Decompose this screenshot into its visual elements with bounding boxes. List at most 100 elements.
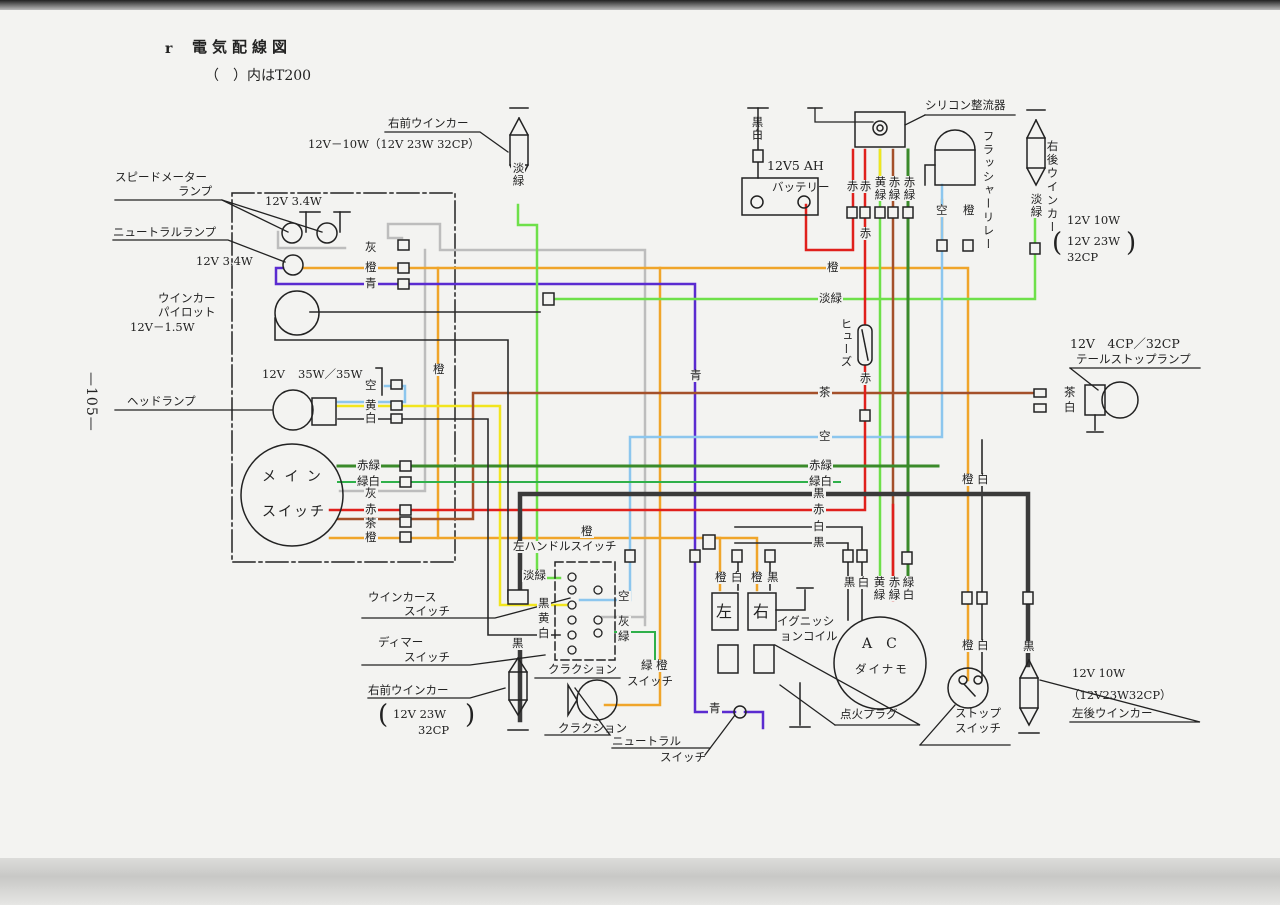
rear-right-winker-label: 右後ウインカー	[1045, 140, 1060, 235]
neutral-switch-label: ニュートラル	[612, 734, 681, 748]
stop-switch-label-2: スイッチ	[955, 721, 1001, 735]
speedometer-lamp-symbol	[281, 211, 351, 244]
front-right-winker-bottom-label: 右前ウインカー	[368, 683, 449, 697]
horn-switch-wires: 緑 橙	[640, 658, 669, 672]
main-switch-label: メ イ ン	[262, 469, 323, 485]
left-handle-wire-green: 緑	[617, 629, 631, 643]
left-handle-wire-light-green: 淡緑	[522, 568, 547, 582]
flasher-relay-symbol	[924, 129, 976, 186]
model-note: （ ）内はT200	[205, 68, 312, 84]
wire-red	[328, 148, 895, 602]
ignition-coil-wire-2: 白	[730, 570, 744, 584]
speedometer-lamp-label-2: ランプ	[178, 184, 213, 198]
stop-switch-symbol	[947, 667, 989, 709]
main-switch-wire-green-white: 緑白	[356, 474, 381, 488]
harness-orange-label: 橙	[826, 260, 840, 274]
rear-right-winker-open-paren: (	[1052, 228, 1063, 258]
harness-black2-label: 黒	[812, 535, 826, 549]
harness-green-white-label: 緑白	[808, 474, 833, 488]
battery-ground-wire: 黒白	[750, 116, 765, 141]
rectifier-label: シリコン整流器	[925, 98, 1006, 112]
tail-stop-lamp-label: テールストップランプ	[1076, 352, 1191, 366]
meter-wire-orange: 橙	[364, 260, 378, 274]
switch-terminals	[567, 572, 603, 655]
front-right-winker-bottom-close-paren: )	[465, 700, 476, 730]
meter-wire-blue: 青	[364, 276, 378, 290]
left-handle-wire-yellow: 黄	[537, 611, 551, 625]
rear-left-winker-spec-2: （12V23W32CP）	[1068, 688, 1172, 702]
rectifier-wire-3: 黄緑	[873, 176, 888, 201]
tail-stop-lamp-spec: 12V 4CP／32CP	[1070, 336, 1180, 351]
dynamo-label: A C	[862, 636, 897, 652]
battery-spec: 12V5 AH	[767, 158, 824, 173]
front-right-winker-bottom-wire: 黒	[511, 636, 525, 650]
ignition-coil-symbol	[711, 587, 814, 728]
horn-symbol	[567, 679, 618, 721]
neutral-lamp-symbol	[282, 254, 304, 276]
wire-red-green	[336, 148, 940, 577]
harness-light-green-label: 淡緑	[818, 291, 843, 305]
flasher-relay-wire-sky: 空	[935, 203, 949, 217]
stop-switch-label: ストップ	[955, 706, 1001, 720]
harness-orange-vertical-label: 橙	[432, 362, 446, 376]
left-handle-wire-black: 黒	[537, 596, 551, 610]
horn-switch-label-2: スイッチ	[627, 674, 673, 688]
harness-sky-label: 空	[818, 429, 832, 443]
dynamo-wire-red-green: 赤緑	[887, 576, 902, 601]
horn-label: クラクション	[558, 721, 627, 735]
front-right-winker-bottom-open-paren: (	[378, 700, 389, 730]
horn-switch-label: クラクション	[548, 662, 617, 676]
harness-black-label: 黒	[812, 486, 826, 500]
dynamo-wire-green-white: 緑白	[901, 576, 916, 601]
rear-left-winker-label: 左後ウインカー	[1072, 706, 1153, 720]
headlamp-watt: 35W／35W	[298, 367, 363, 381]
main-switch-symbol	[240, 443, 344, 547]
main-switch-label-2: スイッチ	[262, 504, 326, 520]
winker-pilot-label: ウインカー	[158, 291, 216, 305]
front-right-winker-spec: 12V－10W（12V 23W 32CP）	[308, 137, 480, 151]
front-right-winker-bottom-spec-1: 12V 23W	[393, 707, 447, 721]
tail-stop-lamp-symbol	[1084, 381, 1139, 433]
left-handle-wire-gray: 灰	[617, 614, 631, 628]
speedometer-lamp-spec: 12V 3.4W	[265, 194, 322, 208]
page-title: 電気配線図	[192, 38, 293, 56]
harness-red-green-label: 赤緑	[808, 458, 833, 472]
rectifier-wire-2: 赤	[858, 180, 873, 193]
rectifier-wire-5: 赤緑	[902, 176, 917, 201]
stop-switch-wires-bottom: 橙 白	[961, 638, 990, 652]
fuse-symbol	[857, 324, 873, 366]
leader-lines	[112, 107, 1201, 756]
rear-right-winker-spec-1: 12V 10W	[1067, 213, 1121, 227]
main-switch-wire-orange: 橙	[364, 530, 378, 544]
winker-pilot-spec: 12V－1.5W	[130, 320, 195, 334]
harness-white-label: 白	[812, 519, 826, 533]
rectifier-wire-1: 赤	[845, 180, 860, 193]
rectifier-wire-4: 赤緑	[887, 176, 902, 201]
battery-symbol	[741, 107, 819, 216]
dynamo-wire-black: 黒	[842, 576, 857, 589]
tail-stop-lamp-wire-brown: 茶	[1063, 385, 1077, 399]
rear-right-winker-close-paren: )	[1126, 228, 1137, 258]
flasher-relay-wire-orange: 橙	[962, 203, 976, 217]
front-right-winker-wire: 淡緑	[511, 162, 526, 187]
wire-green-white	[337, 481, 841, 661]
ignition-coil-label: イグニッシ	[777, 614, 835, 628]
winker-pilot-label-2: パイロット	[158, 305, 216, 319]
front-right-winker-label: 右前ウインカー	[388, 116, 469, 130]
meter-wire-gray: 灰	[364, 240, 378, 254]
dynamo-label-2: ダイナモ	[855, 662, 909, 676]
headlamp-volt: 12V	[262, 367, 285, 381]
wire-yellow	[336, 148, 882, 607]
winker-pilot-symbol	[274, 290, 320, 336]
headlamp-symbol	[272, 367, 383, 431]
dimmer-switch-label: ディマー	[378, 635, 424, 649]
ignition-coil-wire-3: 橙	[750, 570, 764, 584]
connectors	[390, 206, 1047, 605]
flasher-relay-label: フラッシャーリレー	[981, 130, 996, 252]
rear-right-winker-spec-3: 32CP	[1067, 250, 1099, 264]
wire-blue	[274, 266, 765, 730]
harness-brown-label: 茶	[818, 385, 832, 399]
stop-switch-wires-top: 橙 白	[961, 472, 990, 486]
rear-left-winker-spec-1: 12V 10W	[1072, 666, 1126, 680]
